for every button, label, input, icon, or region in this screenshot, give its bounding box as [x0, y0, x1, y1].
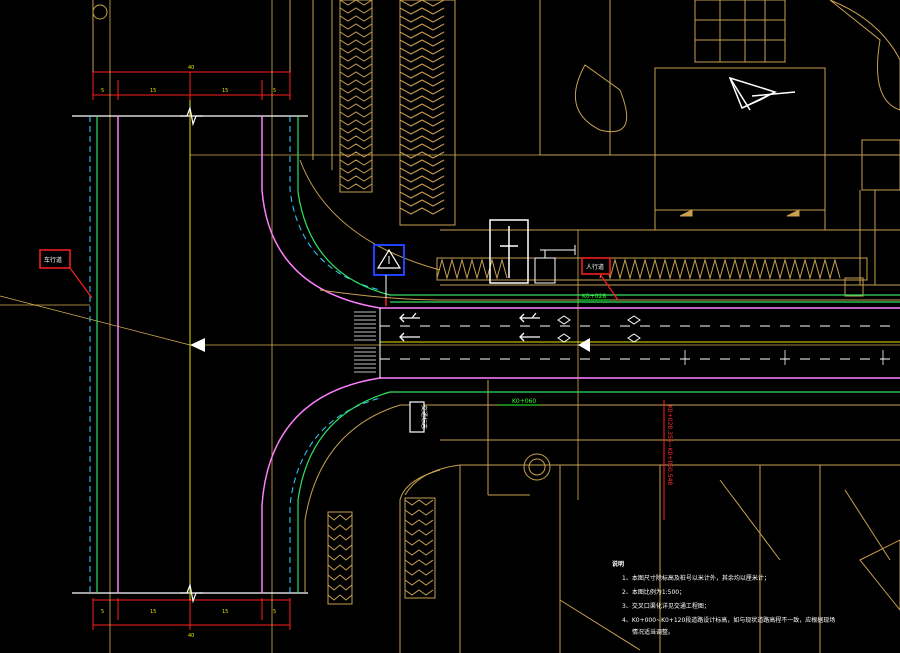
- diamond-markings: [557, 315, 641, 343]
- notes-item-4: 4、K0+000~K0+120段道路设计标高，如与现状道路高程不一致，应根据现场: [622, 616, 835, 624]
- lane-arrows: [399, 312, 540, 342]
- tick-markers: [684, 350, 884, 365]
- dim-bottom-seg-1: 5: [101, 609, 104, 615]
- left-tag-text: 车行道: [44, 256, 62, 264]
- small-sign-text: 交通标志: [420, 405, 428, 429]
- small-sign-box: 交通标志: [409, 401, 428, 433]
- right-tag-text: 人行道: [586, 263, 604, 271]
- north-arrow-icon: [728, 76, 796, 111]
- dashed-cyan-lines: [89, 116, 381, 593]
- notes-item-3: 3、交叉口渠化详见交通工程图；: [622, 602, 710, 610]
- station-markers: [190, 338, 590, 352]
- design-notes: 说明 1、本图尺寸除标高及桩号以米计外，其余均以厘米计； 2、本图比例为1:50…: [612, 560, 835, 636]
- dimension-lines: [92, 71, 291, 630]
- dim-top-total: 40: [188, 65, 194, 71]
- lane-markings: [379, 308, 900, 378]
- dim-top-seg-3: 15: [222, 88, 228, 94]
- red-vertical-text: K0+028.356~K0+060.548: [666, 405, 673, 485]
- notes-item-1: 1、本图尺寸除标高及桩号以米计外，其余均以厘米计；: [622, 574, 770, 582]
- crosswalk: [354, 311, 376, 373]
- background-building-lines: [92, 0, 900, 653]
- notes-item-5: 情况适当调整。: [632, 628, 674, 636]
- road-edges-pink: [117, 116, 900, 593]
- dim-bottom-seg-4: 5: [273, 609, 276, 615]
- station-label-top: K0+028: [582, 293, 606, 300]
- notes-item-2: 2、本图比例为1:500；: [622, 588, 685, 596]
- dim-top-seg-4: 5: [273, 88, 276, 94]
- dim-top-seg-2: 15: [150, 88, 156, 94]
- signboard-large: [489, 219, 529, 284]
- break-symbol-bottom: [180, 582, 203, 604]
- dim-bottom-total: 40: [188, 633, 194, 639]
- left-tag: 车行道: [39, 249, 93, 299]
- warning-sign-icon: [373, 244, 405, 306]
- notes-heading: 说明: [612, 560, 624, 568]
- curb-lines-green: [96, 116, 900, 593]
- right-tag: 人行道: [581, 257, 619, 301]
- dim-top-seg-1: 5: [101, 88, 104, 94]
- sidewalk-lines: [299, 159, 900, 593]
- dim-bottom-seg-2: 15: [150, 609, 156, 615]
- station-label-bottom: K0+060: [512, 398, 536, 405]
- break-symbol-top: [180, 105, 203, 127]
- signal-pole: [534, 245, 576, 284]
- dim-bottom-seg-3: 15: [222, 609, 228, 615]
